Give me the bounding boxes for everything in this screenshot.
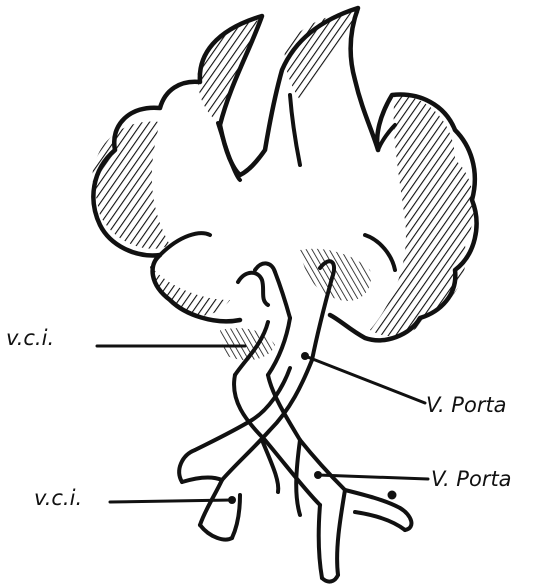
liver-shading	[92, 12, 474, 336]
leader-lines	[97, 346, 428, 502]
leader-porta-upper	[305, 356, 425, 403]
label-porta-lower: V. Porta	[431, 467, 512, 491]
label-vci-lower: v.c.i.	[34, 486, 82, 510]
hilum-hatching	[220, 249, 371, 361]
liver-fissures	[160, 95, 395, 270]
label-porta-upper: V. Porta	[426, 393, 507, 417]
leader-vci-lower	[110, 500, 232, 502]
label-vci-upper: v.c.i.	[6, 326, 54, 350]
